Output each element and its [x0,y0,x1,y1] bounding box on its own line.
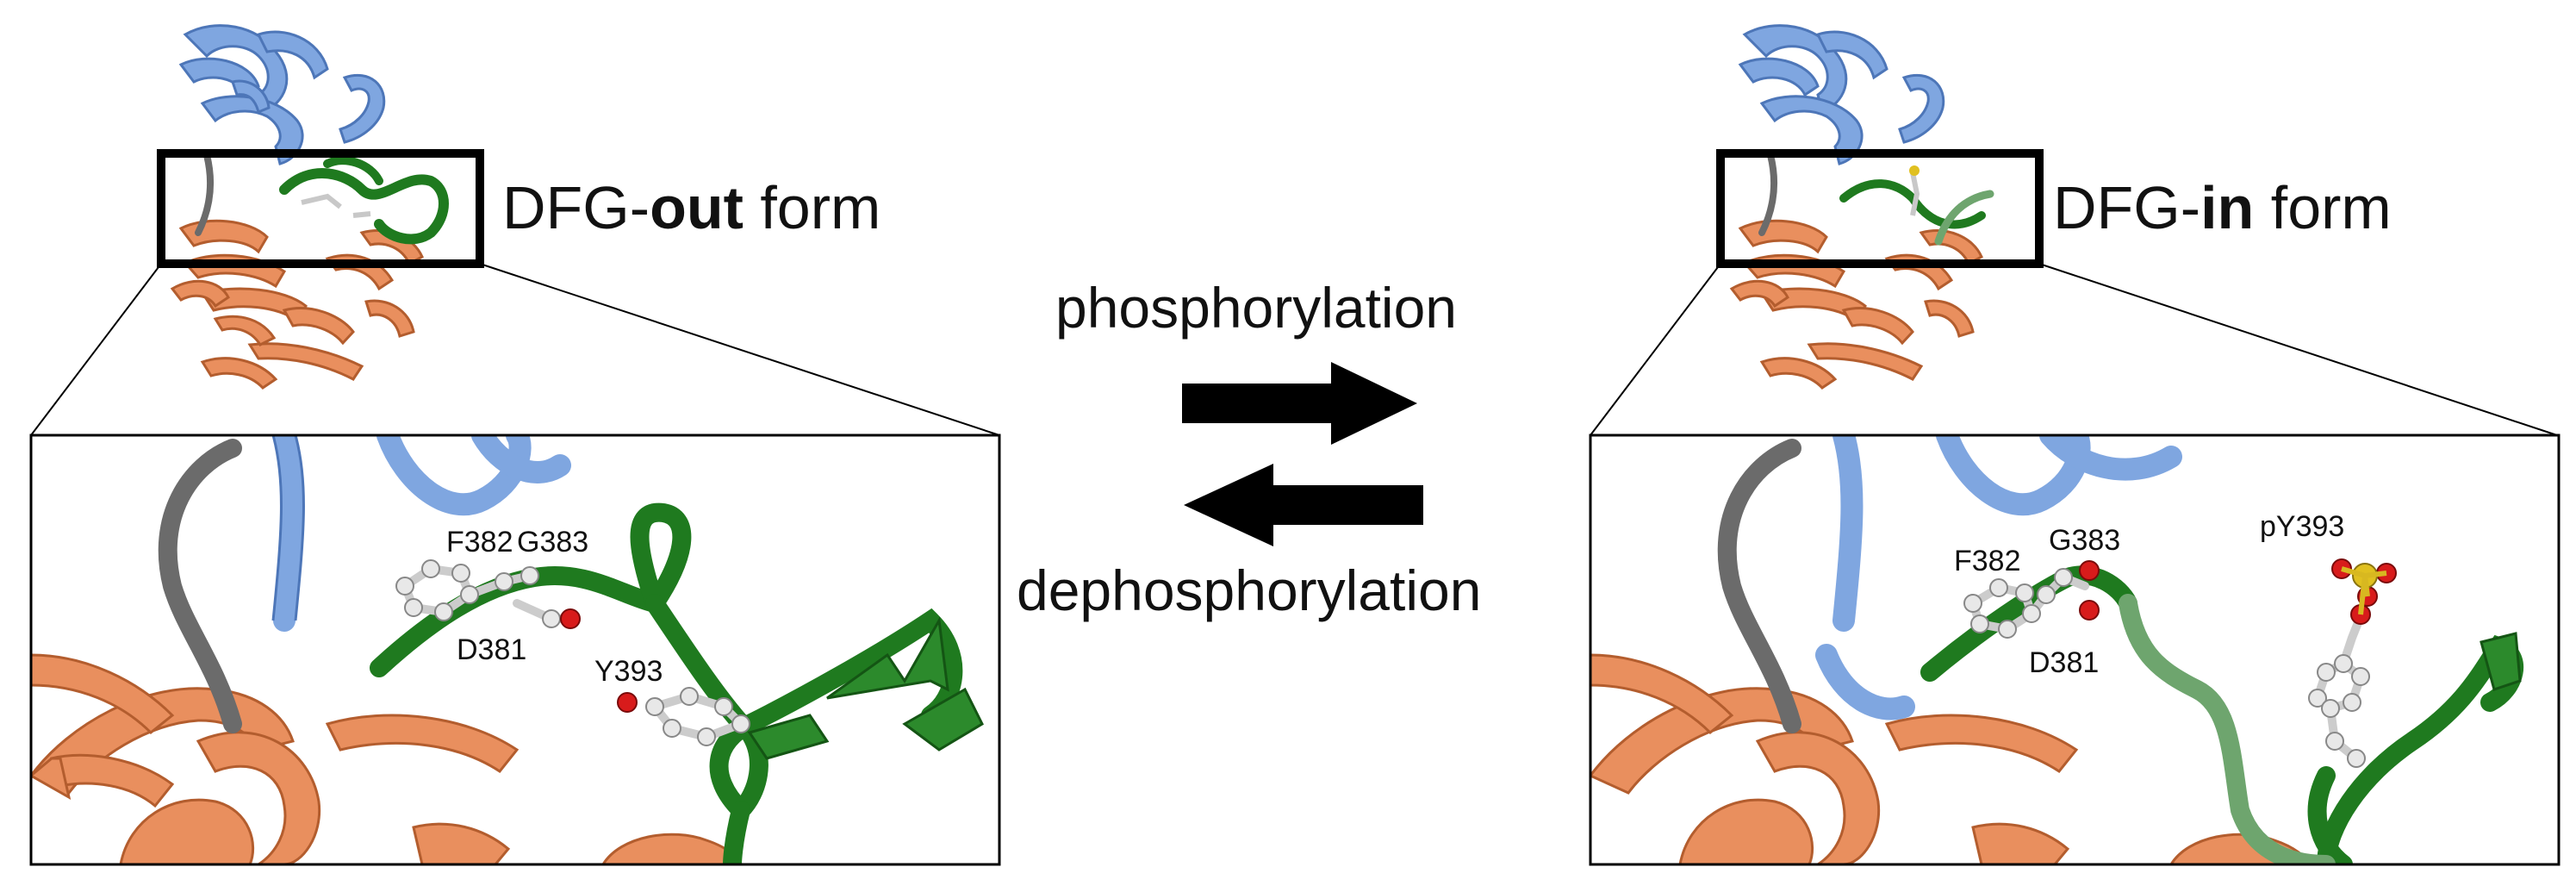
left-form-title: DFG-out form [502,174,880,241]
reverse-reaction-label: dephosphorylation [1017,558,1481,622]
right-zoom-panel: F382 G383 D381 pY393 [1589,434,2560,866]
left-c-lobe [170,219,424,390]
left-zoom-panel: F382 G383 D381 Y393 [29,434,1001,866]
left-label-g383: G383 [517,526,588,558]
left-label-d381: D381 [457,633,526,666]
right-form-title: DFG-in form [2053,174,2392,241]
right-label-f382: F382 [1954,545,2021,577]
left-zoom-line-a [30,263,162,436]
left-label-f382: F382 [446,526,513,558]
forward-reaction-label: phosphorylation [1055,276,1457,340]
right-zoom-frame [1589,434,2560,866]
right-label-g383: G383 [2049,524,2120,557]
right-label-py393: pY393 [2260,510,2344,543]
left-highlight-box [157,149,484,268]
right-kinase-thumbnail [1729,24,1994,390]
right-zoom-line-a [1590,263,1721,436]
right-c-lobe [1729,219,1983,390]
right-label-d381: D381 [2029,646,2099,679]
right-highlight-box [1716,149,2044,268]
left-zoom-line-b [479,263,1000,436]
left-thumb-activation-loop [279,168,449,245]
left-zoom-frame [29,434,1001,866]
reverse-arrow [1184,464,1423,546]
forward-arrow [1182,362,1417,445]
left-label-y393: Y393 [594,655,663,688]
right-zoom-line-b [2038,263,2558,436]
left-n-lobe [178,24,386,165]
left-kinase-thumbnail [170,24,449,390]
right-n-lobe [1738,24,1945,165]
